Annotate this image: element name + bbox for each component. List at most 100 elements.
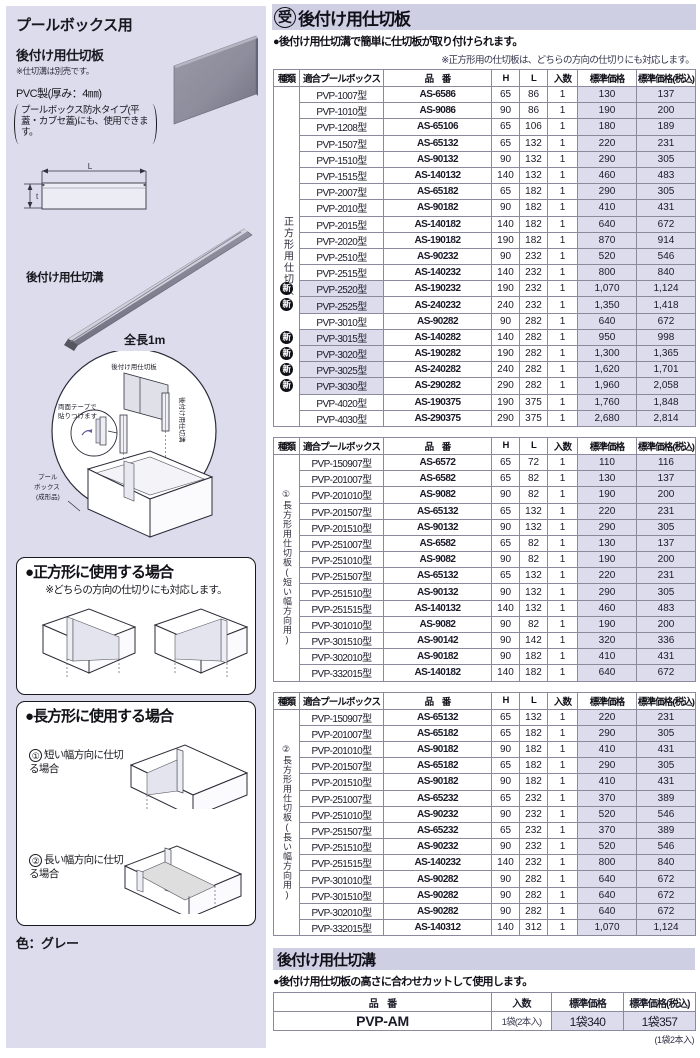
part-number: AS-90282 [383,886,492,904]
part-number: AS-190282 [383,344,492,363]
price-tax: 189 [636,118,696,136]
dim-h: 90 [491,838,520,856]
dim-l: 72 [519,453,548,472]
price-tax: 1,418 [636,296,696,314]
price: 130 [577,470,637,488]
dim-h: 240 [491,296,520,314]
price-tax: 305 [636,583,696,601]
part-number: AS-90182 [383,199,492,217]
price: 220 [577,567,637,585]
pool-box-model: PVP-2015型 [299,215,384,233]
pack-qty: 1 [547,166,578,185]
price: 110 [577,453,637,472]
dim-h: 290 [491,409,520,427]
dim-l: 132 [519,583,548,601]
kind-cell: ②長方形用仕切板(長い幅方向用) [273,708,300,937]
part-number: AS-190232 [383,280,492,298]
price: 190 [577,486,637,504]
pack-qty: 1 [547,502,578,520]
price-tax: 672 [636,215,696,233]
part-number: AS-9082 [383,551,492,569]
price: 410 [577,648,637,666]
dim-h: 65 [491,567,520,585]
pool-box-model: PVP-1007型 [299,85,384,104]
price-tax: 483 [636,599,696,617]
price-tax: 200 [636,102,696,120]
pack-qty: 1 [547,118,578,136]
col-part: 品 番 [383,436,492,455]
pool-box-model: PVP-3015型新 [280,328,384,347]
price-tax: 840 [636,854,696,872]
price: 1,300 [577,344,637,363]
part-number: AS-90232 [383,247,492,266]
price: 800 [577,854,637,872]
dim-l: 182 [519,648,548,666]
kind-label: ②長方形用仕切板(長い幅方向用) [282,744,292,900]
price-tax: 483 [636,166,696,185]
dim-l: 182 [519,740,548,759]
section-title: 後付け用仕切板 [298,9,411,29]
pack-qty: 1 [547,918,578,937]
part-number: AS-90132 [383,150,492,168]
material-spec: PVC製(厚み：4㎜) [16,88,102,100]
price-tax: 431 [636,648,696,666]
order-badge-icon: 受 [274,6,296,28]
price-tax: 305 [636,724,696,742]
case2-number: ② [29,854,42,868]
pool-box-model: PVP-2515型 [299,264,384,282]
dim-h: 90 [491,615,520,634]
col-l: L [519,69,548,87]
pack-qty: 1 [547,805,578,823]
new-badge-icon: 新 [280,282,293,296]
part-number: AS-90182 [383,648,492,666]
pack-qty: 1 [547,708,578,726]
groove-bar-illustration [64,228,253,351]
waterproof-note: プールボックス防水タイプ(平蓋・カブセ蓋)にも、使用できます。 [14,104,157,144]
dim-l: 82 [519,615,548,634]
kind-label: ①長方形用仕切板(短い幅方向用) [282,490,292,646]
pool-box-model: PVP-2010型 [299,199,384,217]
price-tax: 2,814 [636,409,696,427]
col-box: 適合プールボックス [299,691,384,710]
col-box: 適合プールボックス [299,436,384,455]
col-price-tax: 標準価格(税込) [636,691,696,710]
pool-box-model: PVP-1010型 [299,102,384,120]
pack-qty: 1 [547,567,578,585]
col-price: 標準価格 [577,69,637,87]
part-number: AS-6572 [383,453,492,472]
part-number: AS-140182 [383,664,492,682]
part-number: AS-65132 [383,502,492,520]
price-tax: 305 [636,518,696,536]
pack-qty: 1 [547,280,578,298]
part-number: AS-90232 [383,838,492,856]
pack-qty: 1 [547,631,578,650]
price: 1,070 [577,280,637,298]
dim-h: 65 [491,118,520,136]
case2-label: 長い幅方向に仕切る場合 [29,854,124,880]
pool-box-model: PVP-251010型 [299,805,384,823]
dim-h: 90 [491,902,520,921]
price: 320 [577,631,637,650]
part-number: AS-90132 [383,518,492,536]
pack-qty: 1 [547,296,578,314]
price-tax: 1,701 [636,361,696,379]
part-number: AS-9086 [383,102,492,120]
part-number: AS-9082 [383,615,492,634]
price: 290 [577,757,637,775]
part-number: AS-6586 [383,85,492,104]
dim-h: 90 [491,583,520,601]
dim-l: 86 [519,85,548,104]
price-tax: 116 [636,453,696,472]
price: 410 [577,740,637,759]
groove-section-header: 後付け用仕切溝 [273,948,695,971]
col-price: 標準価格 [577,436,637,455]
col-l: L [519,691,548,710]
